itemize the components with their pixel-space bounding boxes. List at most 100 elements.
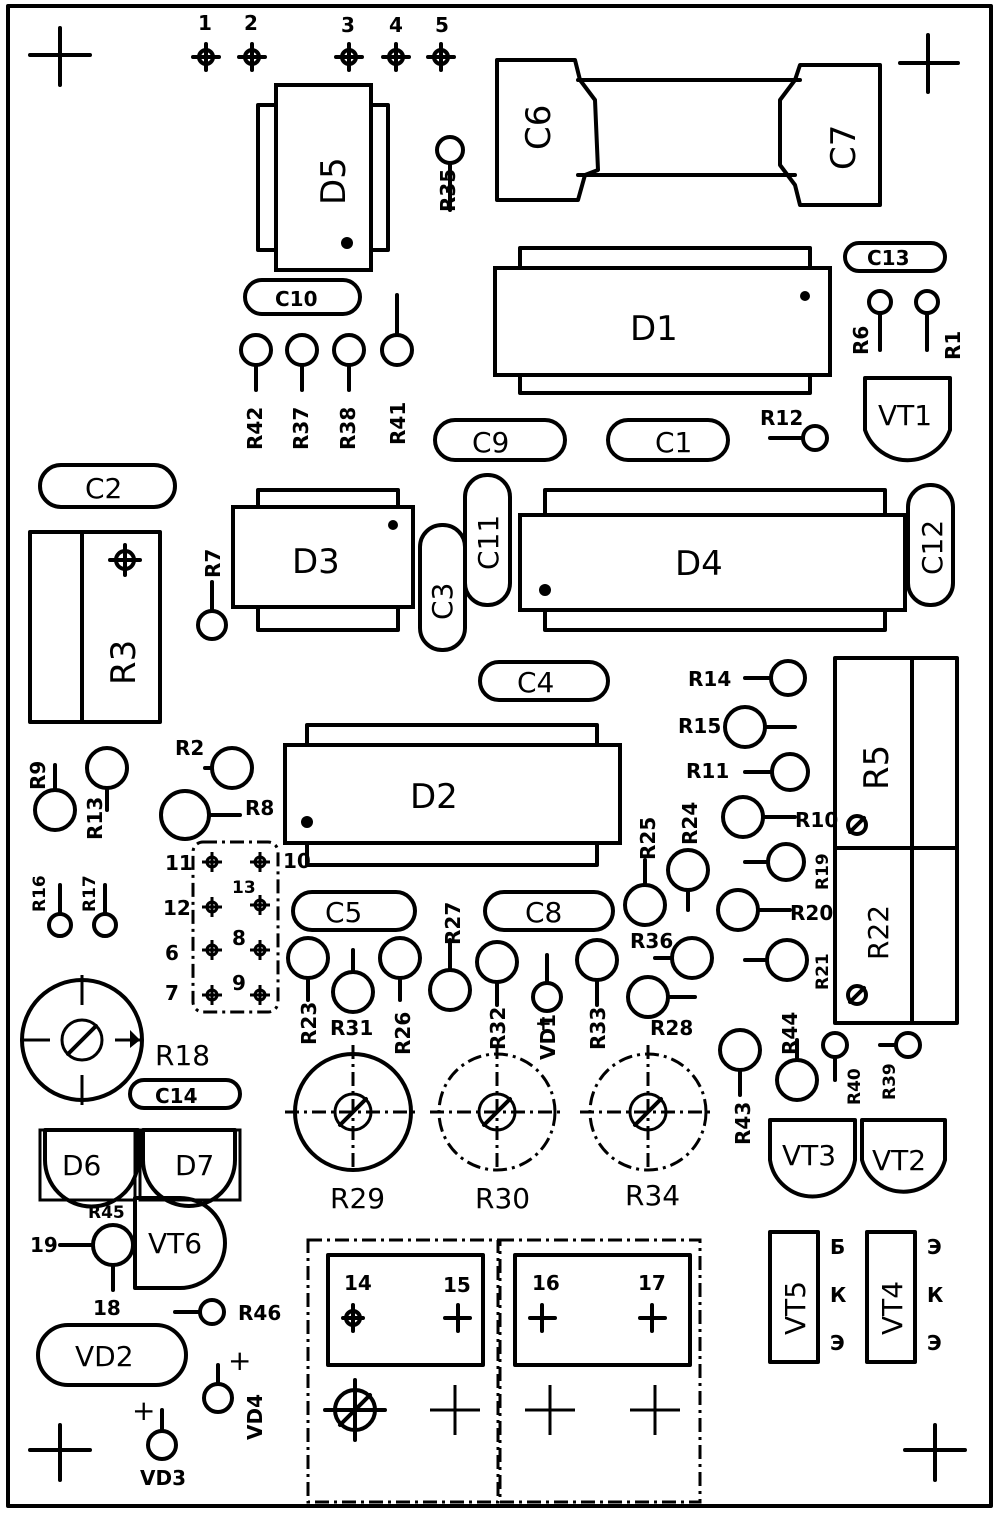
label-c10: C10 bbox=[275, 287, 318, 311]
vt5-pin-k: К bbox=[830, 1283, 847, 1307]
label-c13: C13 bbox=[867, 246, 910, 270]
label-d3: D3 bbox=[292, 542, 340, 582]
label-r36: R36 bbox=[630, 929, 673, 953]
resistor-r16: R16 bbox=[30, 875, 73, 938]
resistor-r26: R26 bbox=[378, 936, 422, 1055]
resistor-r23: R23 bbox=[286, 936, 330, 1045]
diode-d6: D6 bbox=[38, 1128, 140, 1209]
terminal-17: 17 bbox=[638, 1271, 666, 1295]
connector-pin-7: 7 bbox=[165, 981, 179, 1005]
resistor-r28: R28 bbox=[626, 975, 697, 1040]
resistor-r12: R12 bbox=[760, 406, 829, 452]
label-r43: R43 bbox=[731, 1102, 755, 1145]
trimmer-r34: R34 bbox=[580, 1045, 715, 1212]
label-r45: R45 bbox=[88, 1203, 125, 1223]
diode-vd4: + VD4 bbox=[202, 1344, 267, 1440]
capacitor-c14: C14 bbox=[128, 1078, 242, 1110]
label-r5: R5 bbox=[857, 745, 897, 790]
vd3-plus: + bbox=[132, 1394, 155, 1427]
resistor-r11: R11 bbox=[686, 752, 810, 792]
label-r20: R20 bbox=[790, 901, 833, 925]
label-r15: R15 bbox=[678, 714, 721, 738]
resistor-r44: R44 bbox=[775, 1012, 819, 1102]
transistor-vt2: VT2 bbox=[860, 1118, 947, 1194]
label-r16: R16 bbox=[30, 875, 50, 912]
vt4-pin-e: Э bbox=[927, 1235, 942, 1259]
label-vd2: VD2 bbox=[75, 1340, 134, 1373]
label-d7: D7 bbox=[175, 1149, 214, 1182]
resistor-r13: R13 bbox=[83, 746, 129, 840]
label-c1: C1 bbox=[655, 426, 692, 459]
resistor-r39: R39 bbox=[878, 1031, 922, 1100]
vd1-plus: + bbox=[535, 1011, 552, 1035]
label-r42: R42 bbox=[243, 407, 267, 450]
resistor-r21: R21 bbox=[743, 938, 833, 990]
diode-vd2: VD2 bbox=[36, 1323, 188, 1387]
capacitor-c9: C9 bbox=[433, 418, 567, 462]
pin-label-1: 1 bbox=[198, 11, 212, 35]
terminal-16: 16 bbox=[532, 1271, 560, 1295]
label-r41: R41 bbox=[386, 402, 410, 445]
label-vt5: VT5 bbox=[779, 1281, 812, 1335]
resistor-r43: R43 bbox=[718, 1028, 762, 1145]
label-r19: R19 bbox=[813, 853, 833, 890]
diode-d7: D7 bbox=[138, 1128, 242, 1208]
label-r35: R35 bbox=[436, 169, 460, 212]
resistor-r45: R45 19 18 bbox=[30, 1203, 135, 1320]
capacitor-c2: C2 bbox=[38, 463, 177, 509]
chip-d4: D4 bbox=[518, 488, 907, 632]
label-r33: R33 bbox=[586, 1007, 610, 1050]
mounting-marks bbox=[28, 26, 967, 1482]
label-r37: R37 bbox=[289, 407, 313, 450]
resistor-r36: R36 bbox=[630, 929, 714, 980]
label-r46: R46 bbox=[238, 1301, 281, 1325]
transistor-vt5: VT5 Б К Э bbox=[768, 1230, 847, 1364]
label-c6: C6 bbox=[519, 105, 559, 150]
resistor-r33: R33 bbox=[575, 938, 619, 1050]
label-d1: D1 bbox=[630, 309, 678, 349]
trimmer-r30: R30 bbox=[430, 1045, 565, 1215]
resistor-r10: R10 bbox=[721, 795, 838, 839]
label-r2: R2 bbox=[175, 736, 204, 760]
label-r7: R7 bbox=[201, 549, 225, 578]
label-r30: R30 bbox=[475, 1182, 530, 1215]
label-r28: R28 bbox=[650, 1016, 693, 1040]
label-vt6: VT6 bbox=[148, 1227, 202, 1260]
connector-pin-8: 8 bbox=[232, 926, 246, 950]
label-vd4: VD4 bbox=[243, 1394, 267, 1440]
diode-vd3: + VD3 bbox=[132, 1394, 186, 1490]
resistor-r14: R14 bbox=[688, 659, 807, 697]
chip-d2: D2 bbox=[283, 723, 622, 867]
capacitor-c11: C11 bbox=[463, 473, 512, 607]
chip-d1: D1 bbox=[493, 246, 832, 395]
transistor-vt4: VT4 Э К Э bbox=[865, 1230, 944, 1364]
label-c9: C9 bbox=[472, 426, 509, 459]
label-d2: D2 bbox=[410, 777, 458, 817]
resistor-r27: R27 bbox=[428, 902, 472, 1012]
resistor-r7: R7 bbox=[196, 549, 228, 641]
capacitor-c1: C1 bbox=[606, 418, 730, 462]
capacitor-c6-c7: C6 C7 bbox=[495, 58, 882, 207]
capacitor-c13: C13 bbox=[843, 241, 947, 273]
top-pins: 1 2 3 4 5 bbox=[191, 11, 456, 72]
label-d6: D6 bbox=[62, 1149, 101, 1182]
connector-pin-9: 9 bbox=[232, 971, 246, 995]
pin-label-4: 4 bbox=[389, 13, 403, 37]
label-vt4: VT4 bbox=[876, 1281, 909, 1335]
label-r23: R23 bbox=[297, 1002, 321, 1045]
label-r1: R1 bbox=[941, 331, 965, 360]
label-r38: R38 bbox=[336, 407, 360, 450]
resistor-r46: R46 bbox=[173, 1298, 281, 1326]
label-r13: R13 bbox=[83, 797, 107, 840]
pin-label-3: 3 bbox=[341, 13, 355, 37]
transistor-vt6: VT6 bbox=[133, 1196, 227, 1290]
resistor-r40: R40 bbox=[821, 1031, 865, 1105]
connector-pin-6: 6 bbox=[165, 941, 179, 965]
label-c8: C8 bbox=[525, 896, 562, 929]
vt5-pin-b: Б bbox=[830, 1235, 845, 1259]
label-r25: R25 bbox=[636, 817, 660, 860]
terminal-block-right: 16 17 bbox=[498, 1238, 702, 1504]
label-vt1: VT1 bbox=[878, 399, 932, 432]
label-r12: R12 bbox=[760, 406, 803, 430]
label-r29: R29 bbox=[330, 1182, 385, 1215]
